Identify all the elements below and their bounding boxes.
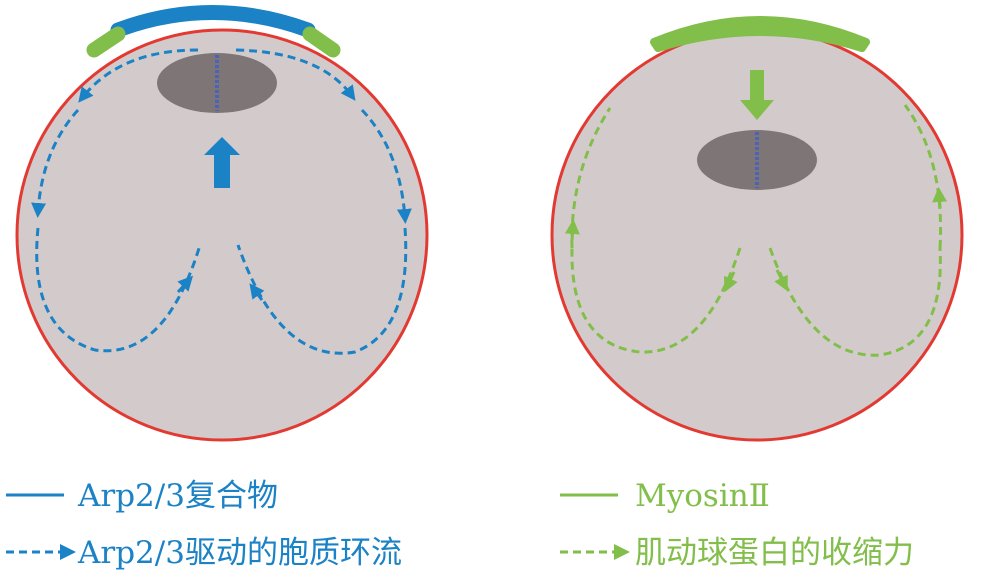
left-flow-bottom-right (236, 227, 408, 355)
right-down-arrow (740, 70, 774, 120)
legend-actomyosin-label: 肌动球蛋白的收缩力 (635, 535, 914, 571)
left-flow-top-left (78, 48, 199, 103)
right-myosin-cap (650, 16, 870, 52)
left-flow-bottom-left (35, 227, 202, 353)
left-cap-flank-right (302, 26, 341, 58)
legend-myosin-label: MyosinⅡ (635, 478, 770, 514)
left-arp23-cap (110, 5, 316, 38)
left-flow-side-left (31, 108, 80, 218)
legend-arp23-dashed-arrowhead (60, 544, 76, 560)
right-cell (550, 16, 964, 442)
right-flow-side-right (903, 104, 943, 249)
legend: Arp2/3复合物 Arp2/3驱动的胞质环流 MyosinⅡ 肌动球蛋白的收缩… (6, 478, 914, 571)
left-flow-top-right (235, 48, 356, 101)
left-cap-flank-left (86, 26, 126, 58)
left-flow-bottom-left-arrow (176, 275, 194, 294)
right-flow-bottom-right (768, 247, 942, 357)
legend-actomyosin-dashed-arrowhead (614, 544, 630, 560)
right-flow-side-left-arrow (564, 219, 580, 241)
left-flow-side-right (360, 108, 412, 224)
right-flow-bottom-right-arrow (774, 269, 788, 292)
legend-arp23-flow-label: Arp2/3驱动的胞质环流 (77, 535, 402, 571)
right-flow-bottom-left-arrow (724, 271, 738, 293)
legend-arp23-complex-label: Arp2/3复合物 (77, 478, 278, 514)
right-flow-side-right-arrow (932, 187, 948, 209)
left-cell-body (15, 28, 429, 442)
left-cell (15, 5, 429, 442)
left-up-arrow (204, 137, 240, 188)
left-flow-bottom-right-arrow (249, 283, 265, 301)
